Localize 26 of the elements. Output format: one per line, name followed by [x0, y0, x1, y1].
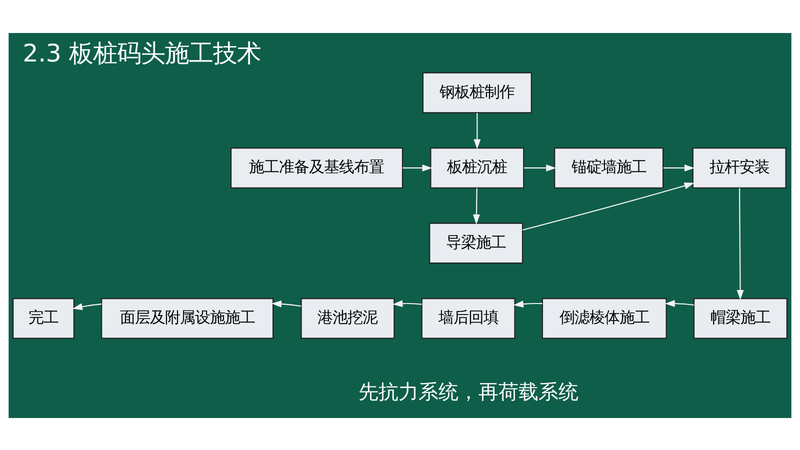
node-box: 板桩沉桩 [430, 147, 524, 188]
node-box: 帽梁施工 [693, 297, 788, 338]
node-box: 钢板桩制作 [422, 72, 532, 113]
arrow [664, 300, 694, 306]
node-box: 港池挖泥 [300, 297, 395, 338]
arrow [663, 164, 694, 171]
arrow [513, 300, 542, 307]
label: 先抗力系统，再荷载系统 [358, 380, 578, 404]
arrow [736, 188, 744, 300]
diagram-title: 2.3 板桩码头施工技术 [22, 38, 262, 67]
node-box: 锚碇墙施工 [554, 147, 664, 188]
node-box: 完工 [12, 297, 74, 338]
arrow [272, 300, 302, 307]
node-box: 施工准备及基线布置 [230, 147, 404, 188]
arrow [473, 188, 480, 224]
node-box: 面层及附属设施施工 [101, 297, 274, 338]
node-box: 倒滤棱体施工 [542, 297, 667, 338]
arrow [522, 182, 694, 230]
arrow [474, 112, 481, 149]
arrow [402, 164, 432, 171]
node-box: 墙后回填 [421, 297, 516, 338]
node-box: 拉杆安装 [692, 147, 786, 188]
arrow [72, 302, 102, 310]
arrow [392, 300, 422, 307]
node-box: 导梁施工 [429, 222, 524, 264]
arrow [524, 164, 556, 171]
